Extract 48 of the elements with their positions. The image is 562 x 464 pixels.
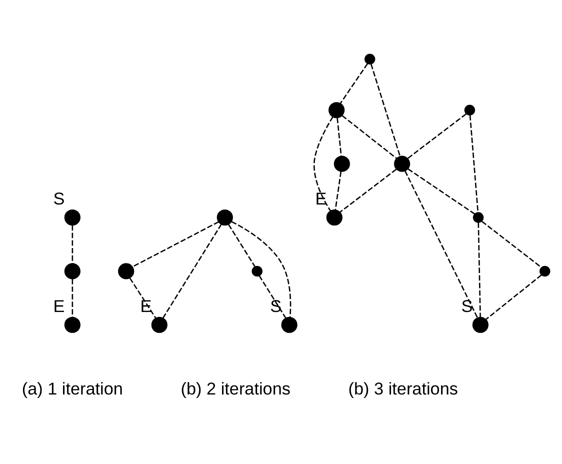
connector xyxy=(72,279,74,318)
node-circle xyxy=(151,316,168,333)
connector xyxy=(408,168,476,215)
connector xyxy=(478,222,481,318)
node-circle xyxy=(464,104,476,116)
connector xyxy=(334,172,342,210)
node-circle xyxy=(64,209,80,226)
connector xyxy=(370,64,401,157)
node-circle xyxy=(334,156,350,172)
connector xyxy=(340,63,368,104)
connector xyxy=(72,225,74,264)
node-circle xyxy=(540,266,550,277)
node-circle xyxy=(326,209,342,226)
connector xyxy=(231,221,292,318)
connector xyxy=(486,274,542,320)
node-circle xyxy=(394,156,410,172)
node-circle xyxy=(472,212,484,223)
node-label: E xyxy=(53,296,65,316)
connector xyxy=(314,116,334,212)
node-circle xyxy=(472,316,488,333)
node-circle xyxy=(252,266,262,277)
label: (a) 1 iteration xyxy=(22,378,123,398)
node-circle xyxy=(64,316,80,333)
node-label: S xyxy=(461,296,473,316)
node-label: E xyxy=(315,188,327,208)
label: (b) 2 iterations xyxy=(180,378,290,398)
connector xyxy=(469,115,479,212)
connector xyxy=(481,220,542,268)
connector xyxy=(342,115,397,159)
node-circle xyxy=(216,209,233,226)
node-circle xyxy=(328,102,345,118)
connector xyxy=(404,170,478,318)
connector xyxy=(162,224,222,318)
node-circle xyxy=(281,316,298,333)
node-label: E xyxy=(140,296,152,316)
label: (b) 3 iterations xyxy=(348,378,458,398)
node-label: S xyxy=(53,188,65,208)
connector xyxy=(129,278,156,318)
node-circle xyxy=(64,263,80,280)
connector xyxy=(132,221,219,268)
connector xyxy=(258,275,286,318)
node-circle xyxy=(118,263,134,280)
node-label: S xyxy=(270,296,282,316)
node-circle xyxy=(364,54,376,64)
connector xyxy=(407,113,466,160)
connector xyxy=(228,224,256,267)
connector xyxy=(340,168,397,213)
connector xyxy=(336,118,342,156)
